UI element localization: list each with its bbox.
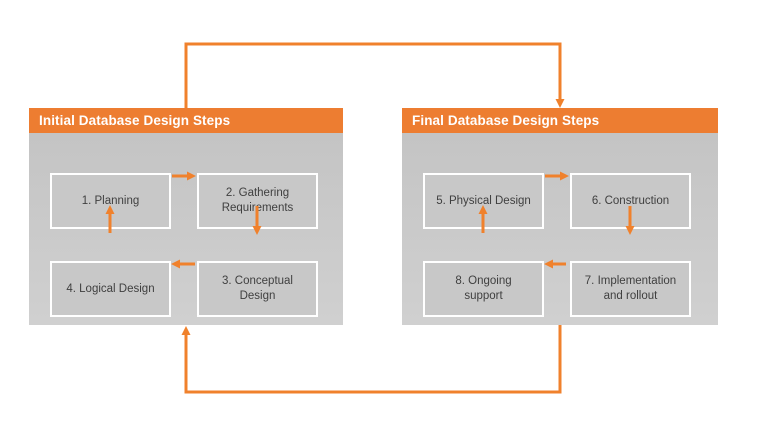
step-box-4-logical-design: 4. Logical Design xyxy=(50,261,171,317)
step-label: 8. Ongoing support xyxy=(455,275,512,302)
step-label: 5. Physical Design xyxy=(436,194,531,207)
step-box-8-ongoing-support: 8. Ongoing support xyxy=(423,261,544,317)
panel-initial-body: 1. Planning 2. Gathering Requirements 3.… xyxy=(29,133,343,325)
step-label: 2. Gathering Requirements xyxy=(221,187,294,214)
panel-final-body: 5. Physical Design 6. Construction 7. Im… xyxy=(402,133,718,325)
panel-final-design-steps: Final Database Design Steps 5. Physical … xyxy=(402,108,718,325)
panel-initial-design-steps: Initial Database Design Steps 1. Plannin… xyxy=(29,108,343,325)
step-box-2-gathering-requirements: 2. Gathering Requirements xyxy=(197,173,318,229)
step-label: 3. Conceptual Design xyxy=(222,275,293,302)
step-box-1-planning: 1. Planning xyxy=(50,173,171,229)
step-box-7-implementation-rollout: 7. Implementation and rollout xyxy=(570,261,691,317)
step-label: 1. Planning xyxy=(81,194,140,207)
arrow-loop-initial-to-final xyxy=(184,42,565,108)
step-box-3-conceptual-design: 3. Conceptual Design xyxy=(197,261,318,317)
step-box-6-construction: 6. Construction xyxy=(570,173,691,229)
step-box-5-physical-design: 5. Physical Design xyxy=(423,173,544,229)
panel-final-title: Final Database Design Steps xyxy=(402,108,718,133)
step-label: 7. Implementation and rollout xyxy=(584,275,677,302)
panel-initial-title: Initial Database Design Steps xyxy=(29,108,343,133)
step-label: 4. Logical Design xyxy=(66,282,155,295)
arrow-loop-final-to-initial xyxy=(181,325,562,394)
step-label: 6. Construction xyxy=(591,194,670,207)
